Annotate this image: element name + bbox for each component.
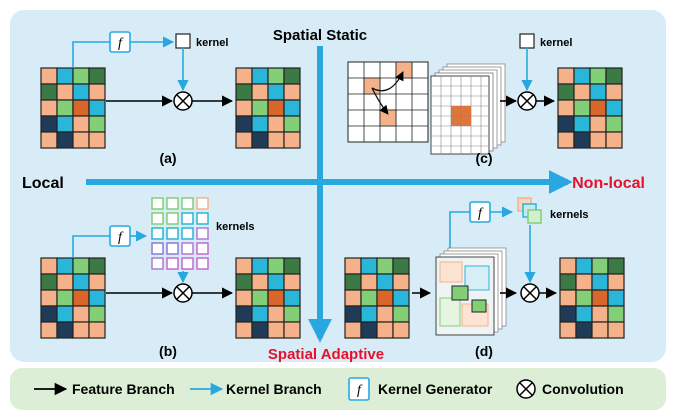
panel-a-kernel-branch-1 <box>72 41 110 68</box>
panel-c-sparse-grid <box>347 61 429 143</box>
panel-b: f kernels (b) <box>40 197 301 359</box>
legend-convolution: Convolution <box>542 381 624 397</box>
panel-b-kernels-label: kernels <box>216 221 255 233</box>
panel-a-kernel-square <box>175 33 191 49</box>
panel-b-kernels-grid <box>151 197 209 270</box>
panel-d-generator-symbol: f <box>478 206 484 221</box>
legend-feature-branch: Feature Branch <box>72 381 175 397</box>
legend-generator-box <box>348 377 370 401</box>
panel-a: f kernel (a) <box>40 31 301 166</box>
panel-d-kernels-label: kernels <box>550 209 589 221</box>
panel-c-label: (c) <box>475 150 492 166</box>
legend-kernel-branch: Kernel Branch <box>226 381 322 397</box>
axis-label-bottom: Spatial Adaptive <box>268 346 384 363</box>
legend-generator-symbol: f <box>357 383 363 398</box>
panel-a-input-grid <box>40 67 106 149</box>
axis-label-right: Non-local <box>572 175 645 192</box>
axis-label-top: Spatial Static <box>273 27 367 44</box>
panel-c-kernel-label: kernel <box>540 37 572 49</box>
panel-a-convolution-icon <box>173 91 193 111</box>
panel-c: kernel (c) <box>347 33 623 166</box>
panel-c-feature-stack <box>430 63 506 155</box>
panel-a-output-grid <box>235 67 301 149</box>
legend-kernel-generator: Kernel Generator <box>378 381 493 397</box>
panel-d-feature-stack <box>435 247 507 336</box>
panel-d-input-grid <box>344 257 410 339</box>
panel-c-convolution-icon <box>517 91 537 111</box>
panel-b-input-grid <box>40 257 106 339</box>
panel-a-label: (a) <box>159 150 176 166</box>
panel-b-convolution-icon <box>173 283 193 303</box>
panel-d-convolution-icon <box>520 283 540 303</box>
panel-d-output-grid <box>559 257 625 339</box>
panel-d-kernels-stack <box>517 197 542 224</box>
panel-a-generator-symbol: f <box>118 36 124 51</box>
legend-convolution-icon <box>516 379 536 399</box>
panel-c-output-grid <box>557 67 623 149</box>
panel-d: f kernels <box>344 197 625 359</box>
panel-a-kernel-label: kernel <box>196 37 228 49</box>
panel-b-label: (b) <box>159 343 177 359</box>
panel-d-kernel-branch-1 <box>449 211 470 248</box>
legend-panel <box>10 368 666 410</box>
panel-b-generator-symbol: f <box>118 230 124 245</box>
axis-label-left: Local <box>22 175 64 192</box>
panel-c-kernel-square <box>519 33 535 49</box>
panel-b-output-grid <box>235 257 301 339</box>
legend: Feature Branch Kernel Branch f Kernel Ge… <box>34 377 624 401</box>
panel-b-kernel-branch-1 <box>72 235 110 258</box>
panel-d-label: (d) <box>475 343 493 359</box>
